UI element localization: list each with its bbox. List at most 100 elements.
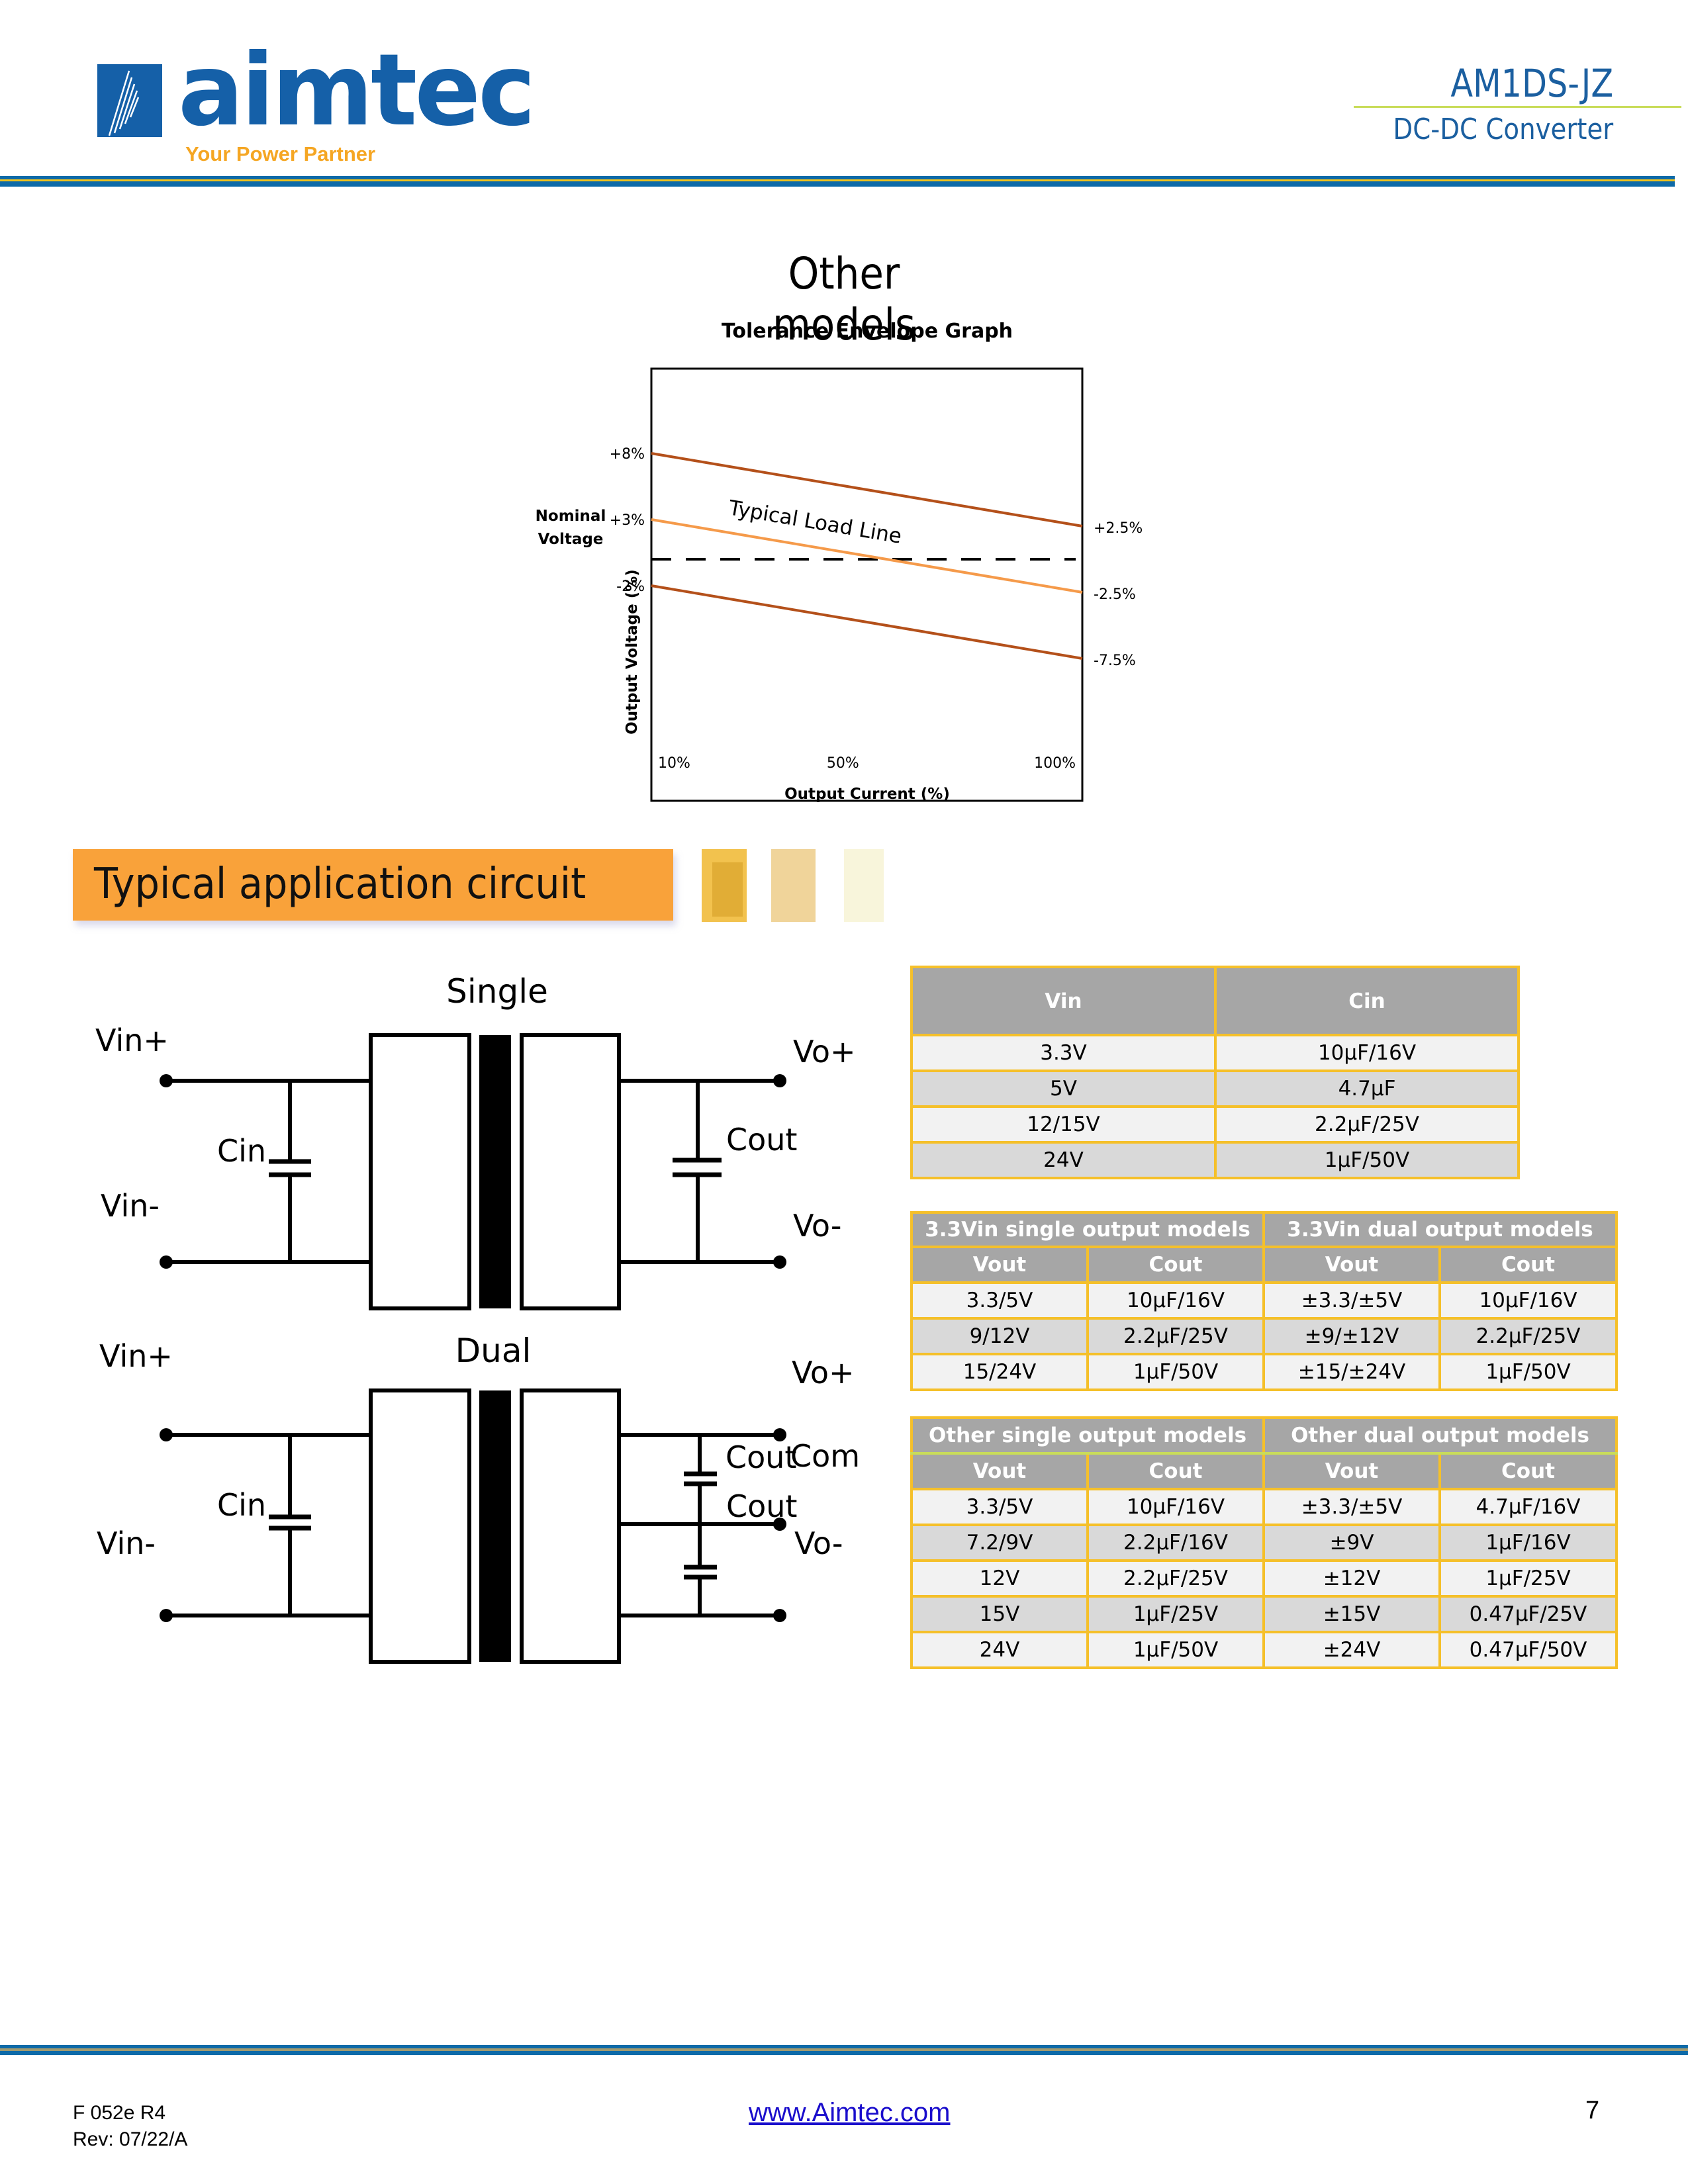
graph-section-title: Other models <box>773 248 915 350</box>
cell: 10µF/16V <box>1438 1281 1618 1320</box>
section-title: Typical application circuit <box>94 860 586 909</box>
col-header: Cout <box>1438 1452 1618 1490</box>
website-link[interactable]: www.Aimtec.com <box>749 2098 951 2127</box>
cell: 2.2µF/25V <box>1438 1317 1618 1355</box>
chart-title: Tolerance Envelope Graph <box>722 320 1013 343</box>
footer-revision: Rev: 07/22/A <box>73 2128 188 2150</box>
cell: 1µF/16V <box>1438 1524 1618 1562</box>
cell: 1µF/50V <box>1086 1353 1265 1391</box>
cell: ±15V <box>1262 1595 1442 1633</box>
cell: 10µF/16V <box>1086 1488 1266 1526</box>
label-cin: Cin <box>217 1133 266 1169</box>
y-label-left: -2% <box>616 578 645 595</box>
footer-form-number: F 052e R4 <box>73 2102 166 2124</box>
plot-area <box>650 367 1084 802</box>
decor-square-3 <box>844 849 884 922</box>
cell: ±3.3/±5V <box>1262 1488 1442 1526</box>
y-label-right: -2.5% <box>1094 586 1136 603</box>
cell: 2.2µF/25V <box>1086 1317 1265 1355</box>
y-label-right: +2.5% <box>1094 520 1143 537</box>
cell: ±12V <box>1262 1559 1442 1598</box>
cell: 24V <box>910 1631 1089 1669</box>
cell: 1µF/50V <box>1438 1353 1618 1391</box>
header-underline <box>1354 106 1681 108</box>
y-label-left: +8% <box>610 446 645 463</box>
terminal-vo-minus <box>773 1255 786 1269</box>
terminal-vo-plus <box>773 1428 786 1441</box>
label-vo-plus: Vo+ <box>793 1034 856 1069</box>
group-header: Other single output models <box>910 1416 1266 1455</box>
dual-title: Dual <box>455 1332 532 1370</box>
label-vo-plus: Vo+ <box>792 1355 855 1390</box>
col-header: Vout <box>910 1452 1089 1490</box>
col-header: Vout <box>1262 1452 1442 1490</box>
label-vin-plus: Vin+ <box>95 1023 169 1058</box>
col-header: Vout <box>910 1246 1089 1284</box>
cell: 24V <box>910 1141 1217 1179</box>
group-header: 3.3Vin dual output models <box>1262 1211 1618 1248</box>
logo-mark-icon <box>97 64 162 137</box>
group-header: Other dual output models <box>1262 1416 1618 1455</box>
logo-wordmark: aimtec <box>178 33 536 148</box>
cell: 1µF/50V <box>1214 1141 1520 1179</box>
page-number: 7 <box>1585 2097 1600 2124</box>
cell: 3.3V <box>910 1034 1217 1072</box>
cell: ±15/±24V <box>1262 1353 1441 1391</box>
col-header: Vin <box>910 966 1217 1036</box>
label-cin: Cin <box>217 1487 266 1523</box>
header-rule <box>0 176 1675 187</box>
nominal-label: Voltage <box>538 531 604 548</box>
cell: 10µF/16V <box>1214 1034 1520 1072</box>
x-tick-label: 100% <box>1034 755 1076 772</box>
application-circuits: Single Vin+ Vin- Cin Cout Vo+ Vo- Dual V… <box>95 972 860 1664</box>
cell: 10µF/16V <box>1086 1281 1265 1320</box>
cell: ±9V <box>1262 1524 1442 1562</box>
section-header: Typical application circuit <box>73 849 673 921</box>
cell: 3.3/5V <box>910 1488 1089 1526</box>
label-vo-minus: Vo- <box>793 1208 842 1244</box>
y-label-left: +3% <box>610 512 645 529</box>
cell: 1µF/25V <box>1086 1595 1266 1633</box>
nominal-label: Nominal <box>536 508 606 525</box>
label-vin-minus: Vin- <box>101 1188 160 1224</box>
cell: ±9/±12V <box>1262 1317 1441 1355</box>
cell: 15V <box>910 1595 1089 1633</box>
cell: 2.2µF/25V <box>1214 1105 1520 1144</box>
footer-rule <box>0 2045 1688 2055</box>
cell: 9/12V <box>910 1317 1089 1355</box>
cell: 1µF/50V <box>1086 1631 1266 1669</box>
series-line-2 <box>651 584 1083 660</box>
cell: 2.2µF/25V <box>1086 1559 1266 1598</box>
logo: aimtec Your Power Partner <box>97 41 536 172</box>
label-vin-plus: Vin+ <box>99 1338 173 1374</box>
decor-square-2 <box>771 849 816 922</box>
terminal-vo-minus <box>773 1609 786 1622</box>
col-header: Cin <box>1214 966 1520 1036</box>
terminal-vin-minus <box>160 1609 173 1622</box>
series-line-1 <box>651 518 1083 594</box>
terminal-com <box>773 1518 786 1531</box>
col-header: Cout <box>1086 1246 1265 1284</box>
dual-circuit <box>166 1388 780 1664</box>
label-cout-2: Cout <box>726 1488 797 1524</box>
y-label-right: -7.5% <box>1094 653 1136 669</box>
product-type: DC-DC Converter <box>1393 113 1613 146</box>
y-axis-title: Output Voltage (%) <box>624 569 641 735</box>
col-header: Vout <box>1262 1246 1441 1284</box>
cell: 5V <box>910 1069 1217 1108</box>
single-circuit <box>166 1033 780 1310</box>
logo-tagline: Your Power Partner <box>185 142 376 165</box>
product-name: AM1DS-JZ <box>1450 61 1613 106</box>
